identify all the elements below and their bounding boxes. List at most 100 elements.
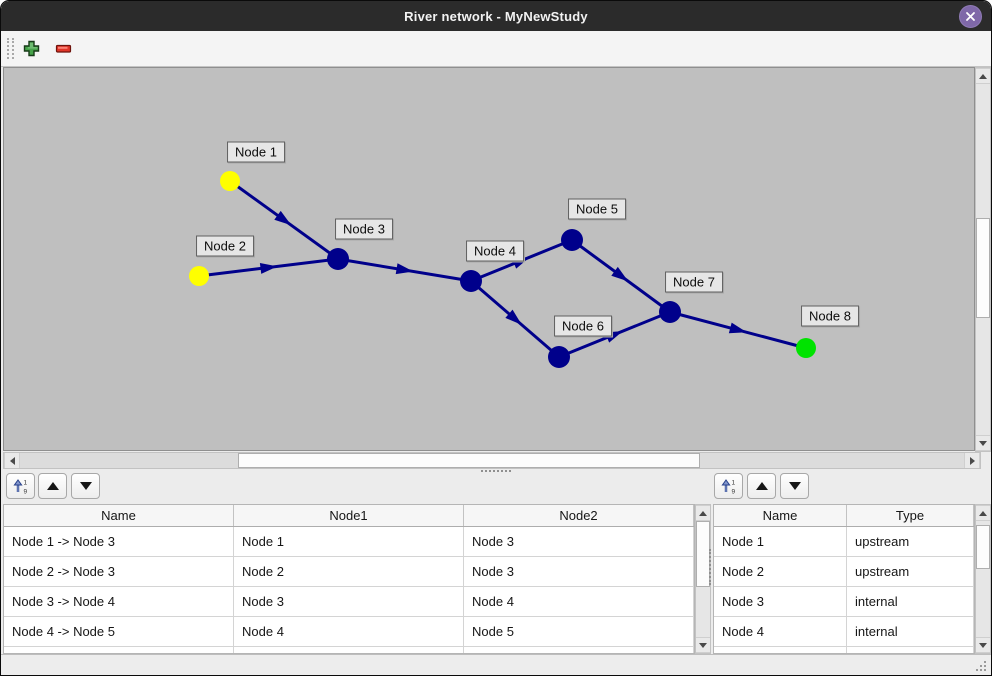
- v-scroll-thumb[interactable]: [976, 218, 990, 318]
- scroll-left-button[interactable]: [4, 453, 20, 468]
- table-row: [714, 647, 974, 653]
- table-cell[interactable]: internal: [847, 617, 974, 646]
- edge-arrow-icon: [259, 263, 278, 274]
- column-header[interactable]: Name: [714, 505, 847, 526]
- v-scroll-track[interactable]: [976, 521, 990, 637]
- table-cell[interactable]: upstream: [847, 557, 974, 586]
- canvas-v-scrollbar[interactable]: [975, 67, 991, 452]
- scroll-up-button[interactable]: [696, 505, 710, 521]
- v-scroll-track[interactable]: [976, 84, 990, 435]
- nodes-move-up-button[interactable]: [747, 473, 776, 499]
- arrow-down-icon: [699, 642, 707, 648]
- node-label: Node 5: [568, 198, 626, 220]
- graph-node[interactable]: [796, 338, 816, 358]
- table-cell[interactable]: Node 3: [464, 557, 694, 586]
- branches-move-up-button[interactable]: [38, 473, 67, 499]
- v-scroll-thumb[interactable]: [976, 525, 990, 569]
- v-scroll-track[interactable]: [696, 521, 710, 637]
- add-node-button[interactable]: [23, 40, 40, 57]
- branches-sort-button[interactable]: 1 9: [6, 473, 35, 499]
- table-cell: [464, 647, 694, 653]
- scroll-up-button[interactable]: [976, 505, 990, 521]
- table-cell[interactable]: Node 3: [464, 527, 694, 556]
- toolbar-drag-handle[interactable]: [7, 38, 14, 59]
- table-cell[interactable]: Node 4 -> Node 5: [4, 617, 234, 646]
- nodes-v-scrollbar[interactable]: [975, 504, 991, 654]
- resize-grip-icon[interactable]: [984, 669, 986, 671]
- node-label: Node 1: [227, 141, 285, 163]
- table-cell[interactable]: Node 4: [464, 587, 694, 616]
- table-cell[interactable]: Node 2: [714, 557, 847, 586]
- table-cell[interactable]: Node 3: [714, 587, 847, 616]
- nodes-move-down-button[interactable]: [780, 473, 809, 499]
- arrow-down-icon: [979, 642, 987, 648]
- table-cell[interactable]: Node 3 -> Node 4: [4, 587, 234, 616]
- column-header[interactable]: Type: [847, 505, 974, 526]
- table-cell[interactable]: upstream: [847, 527, 974, 556]
- graph-node[interactable]: [220, 171, 240, 191]
- table-cell[interactable]: Node 4: [234, 617, 464, 646]
- table-cell[interactable]: Node 4: [714, 617, 847, 646]
- remove-node-button[interactable]: [55, 40, 72, 57]
- triangle-up-icon: [46, 482, 59, 490]
- title-bar[interactable]: River network - MyNewStudy: [1, 1, 991, 31]
- main-toolbar: [1, 31, 991, 67]
- table-cell[interactable]: Node 1: [714, 527, 847, 556]
- triangle-down-icon: [788, 482, 801, 490]
- nodes-sort-button[interactable]: 1 9: [714, 473, 743, 499]
- horizontal-splitter[interactable]: [1, 469, 991, 473]
- scroll-down-button[interactable]: [976, 435, 990, 451]
- column-header[interactable]: Name: [4, 505, 234, 526]
- scroll-up-button[interactable]: [976, 68, 990, 84]
- scroll-down-button[interactable]: [976, 637, 990, 653]
- table-cell: [4, 647, 234, 653]
- table-cell[interactable]: Node 5: [464, 617, 694, 646]
- table-row: [4, 647, 694, 653]
- graph-node[interactable]: [659, 301, 681, 323]
- arrow-up-icon: [699, 510, 707, 516]
- table-cell[interactable]: Node 1 -> Node 3: [4, 527, 234, 556]
- arrow-up-icon: [979, 73, 987, 79]
- table-cell[interactable]: Node 2: [234, 557, 464, 586]
- splitter-dots: [481, 470, 511, 472]
- graph-node[interactable]: [460, 270, 482, 292]
- h-scroll-track[interactable]: [20, 453, 964, 468]
- node-label: Node 7: [665, 271, 723, 293]
- column-header[interactable]: Node2: [464, 505, 694, 526]
- branches-move-down-button[interactable]: [71, 473, 100, 499]
- table-cell[interactable]: Node 2 -> Node 3: [4, 557, 234, 586]
- branches-v-scrollbar[interactable]: [695, 504, 711, 654]
- svg-text:1: 1: [23, 479, 27, 486]
- table-cell: [714, 647, 847, 653]
- svg-text:9: 9: [731, 488, 735, 495]
- table-cell[interactable]: Node 1: [234, 527, 464, 556]
- canvas-h-scrollbar[interactable]: [3, 452, 981, 469]
- graph-node[interactable]: [189, 266, 209, 286]
- node-label: Node 8: [801, 305, 859, 327]
- graph-node[interactable]: [561, 229, 583, 251]
- column-header[interactable]: Node1: [234, 505, 464, 526]
- edge-arrow-icon: [728, 322, 747, 334]
- node-label: Node 2: [196, 235, 254, 257]
- close-button[interactable]: [959, 5, 982, 28]
- table-cell[interactable]: Node 3: [234, 587, 464, 616]
- scroll-right-button[interactable]: [964, 453, 980, 468]
- v-scroll-thumb[interactable]: [696, 521, 710, 587]
- scroll-down-button[interactable]: [696, 637, 710, 653]
- graph-node[interactable]: [548, 346, 570, 368]
- h-scroll-thumb[interactable]: [238, 453, 700, 468]
- graph-node[interactable]: [327, 248, 349, 270]
- vertical-splitter[interactable]: [709, 549, 714, 585]
- table-cell[interactable]: internal: [847, 587, 974, 616]
